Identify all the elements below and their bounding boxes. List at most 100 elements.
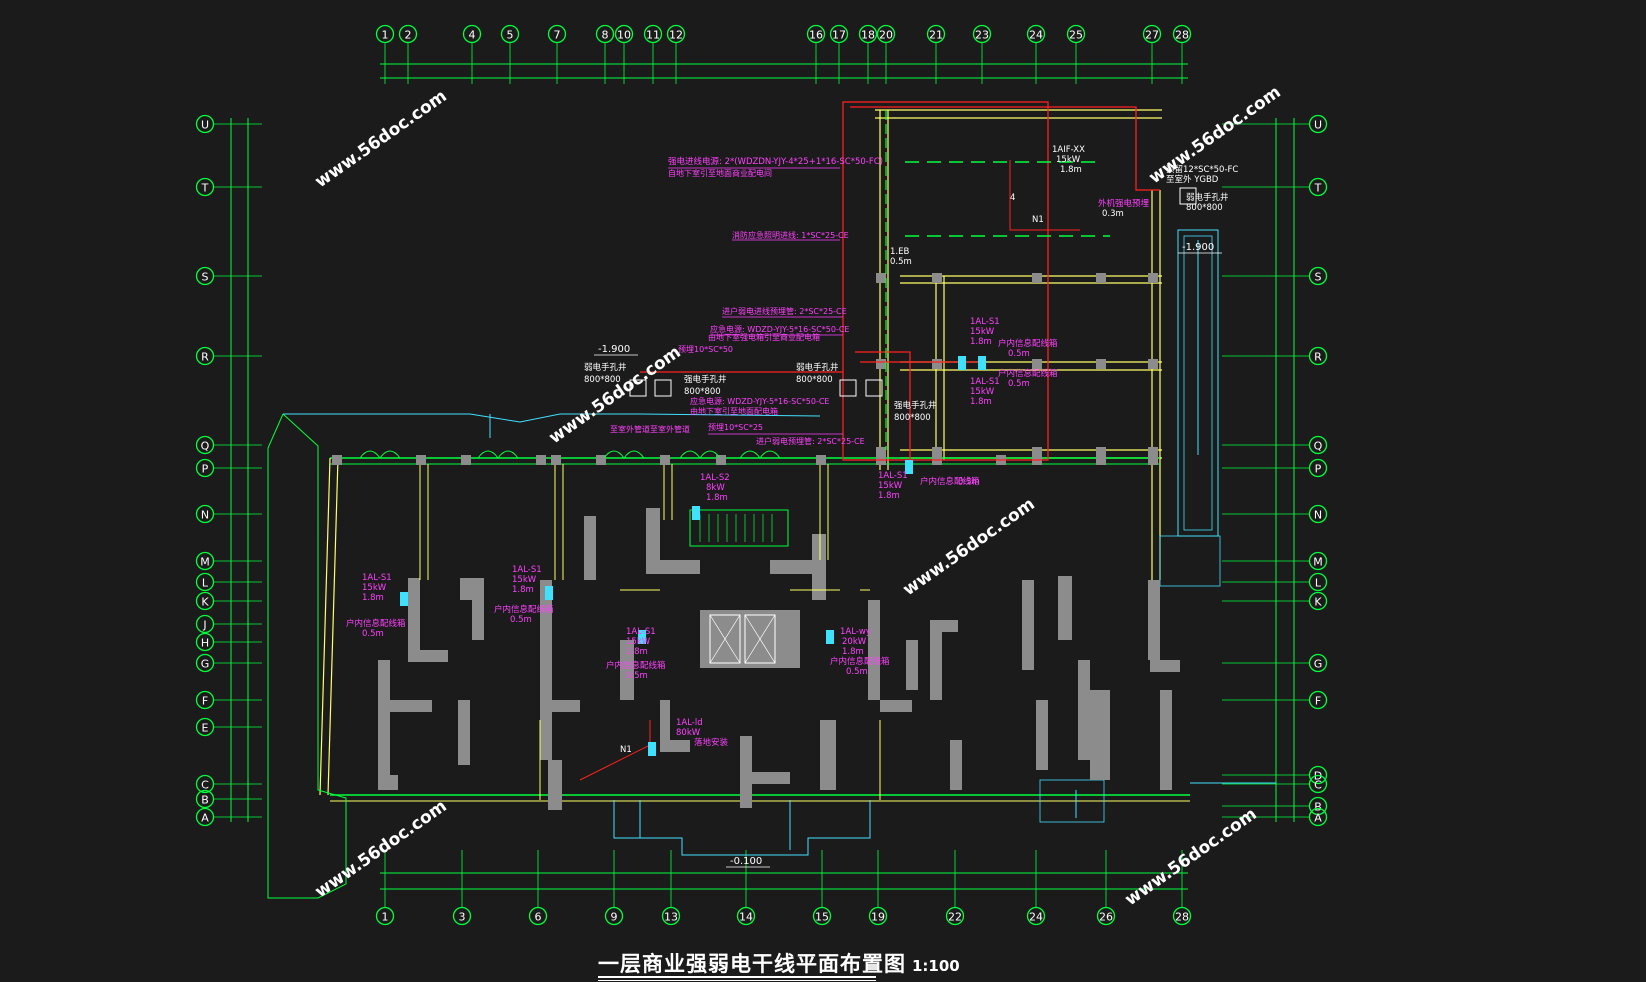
- left-axis-H: H: [195, 632, 215, 652]
- axis-bubble-label: C: [1314, 779, 1322, 792]
- axis-bubble-label: 5: [507, 29, 514, 42]
- column: [551, 455, 561, 465]
- door-swing: [359, 450, 401, 459]
- axis-bubble-circle: [195, 346, 215, 366]
- axis-bubble-circle: [1308, 504, 1328, 524]
- right-axis-S: S: [1308, 266, 1328, 286]
- annotation-label: 4: [1010, 193, 1015, 203]
- annotation-label: 1.8m: [842, 647, 864, 657]
- annotation-label: 由地下室引至地面配电箱: [690, 406, 778, 416]
- axis-bubble-circle: [195, 690, 215, 710]
- axis-bubble-label: 16: [809, 29, 823, 42]
- axis-bubble-label: R: [1314, 351, 1322, 364]
- gray-wall: [1090, 690, 1110, 780]
- axis-bubble-circle: [195, 504, 215, 524]
- gray-wall: [548, 760, 562, 810]
- hand-hole: [629, 379, 647, 397]
- column: [1032, 273, 1042, 283]
- annotation-label: 1AIF-XX: [1052, 145, 1085, 155]
- annotation-label: 1.8m: [878, 491, 900, 501]
- annotation-label: 20kW: [842, 637, 867, 647]
- watermark-text: www.56doc.com: [1121, 804, 1260, 910]
- annotation-label: 由地下室强电箱引至商业配电箱: [708, 332, 820, 342]
- annotation-label: 户内信息配线箱: [494, 604, 554, 615]
- axis-bubble-circle: [1308, 346, 1328, 366]
- level-value: -1.900: [1182, 242, 1214, 253]
- annotation-label: 15kW: [626, 637, 651, 647]
- gray-wall: [460, 578, 484, 640]
- annotation-label: 户内信息配线箱: [346, 618, 406, 629]
- axis-bubble-label: 6: [535, 911, 542, 924]
- column: [660, 455, 670, 465]
- annotation-label: 1.8m: [970, 397, 992, 407]
- column: [1096, 273, 1106, 283]
- annotation-label: 弱电手孔井: [1186, 192, 1229, 203]
- right-axis-L: L: [1308, 572, 1328, 592]
- axis-bubble-label: G: [201, 658, 210, 671]
- annotation-label: 落地安装: [694, 737, 729, 748]
- annotation-label: 15kW: [1056, 155, 1081, 165]
- axis-bubble-label: T: [201, 182, 209, 195]
- annotation-label: 弱电手孔井: [584, 362, 627, 373]
- level-mark: -1.900: [594, 344, 638, 356]
- cable-route-mid: [855, 351, 911, 460]
- level-marks: -1.900-1.900-0.100: [594, 242, 1222, 868]
- top-axis-28: 28: [1172, 24, 1192, 44]
- annotation-label: 1.8m: [970, 337, 992, 347]
- right-axis-T: T: [1308, 177, 1328, 197]
- axis-bubble-circle: [1308, 765, 1328, 785]
- axis-bubble-circle: [195, 266, 215, 286]
- annotation-label: 0.5m: [1008, 379, 1030, 389]
- annotation-label: 户内信息配线箱: [998, 368, 1058, 379]
- axis-bubble-label: 14: [739, 911, 753, 924]
- axis-bubble-circle: [195, 435, 215, 455]
- annotation-label: 1.EB: [890, 247, 909, 257]
- top-axis-8: 8: [595, 24, 615, 44]
- annotation-label: 800*800: [584, 375, 621, 385]
- annotation-label: 进户弱电进线预埋管: 2*SC*25-CE: [722, 306, 847, 316]
- bottom-axis-19: 19: [868, 906, 888, 926]
- axis-bubble-label: E: [202, 722, 209, 735]
- axis-bubble-label: K: [201, 596, 209, 609]
- distribution-panel: [905, 460, 913, 474]
- annotation-label: 至室外管道: [650, 424, 690, 434]
- axis-bubble-label: B: [1314, 801, 1322, 814]
- axis-bubble-label: A: [201, 812, 209, 825]
- annotation-label: 应急电源: WDZD-YJY-5*16-SC*50-CE: [690, 396, 829, 406]
- annotation-label: 应急电源: WDZD-YJY-5*16-SC*50-CE: [710, 324, 849, 334]
- axis-bubble-label: L: [1315, 577, 1322, 590]
- axis-bubble-label: P: [1315, 463, 1322, 476]
- gray-wall: [1022, 580, 1034, 670]
- annotation-label: 强电进线电源: 2*(WDZDN-YJY-4*25+1*16-SC*50-FC): [668, 156, 883, 167]
- axis-bubble-circle: [1308, 435, 1328, 455]
- left-wall-2: [327, 457, 339, 796]
- door-swing: [739, 450, 781, 459]
- annotation-label: 1AL-ld: [676, 718, 703, 728]
- annotation-label: 8kW: [706, 483, 725, 493]
- right-axis-A: A: [1308, 807, 1328, 827]
- axis-bubble-label: B: [201, 794, 209, 807]
- bottom-axis-14: 14: [736, 906, 756, 926]
- right-axis-M: M: [1308, 551, 1328, 571]
- cyan-boundary: [283, 413, 821, 423]
- axis-bubble-label: U: [1314, 119, 1322, 132]
- annotation-label: 户内信息配线箱: [920, 476, 980, 487]
- bottom-axis-22: 22: [945, 906, 965, 926]
- bottom-axis-28: 28: [1172, 906, 1192, 926]
- annotation-label: 1AL-S1: [878, 471, 908, 481]
- watermark-text: www.56doc.com: [311, 86, 450, 192]
- stair: [689, 509, 789, 547]
- column: [932, 447, 942, 457]
- axis-bubble-circle: [195, 591, 215, 611]
- axis-bubble-circle: [1308, 591, 1328, 611]
- right-axis-P: P: [1308, 458, 1328, 478]
- bottom-axis-3: 3: [452, 906, 472, 926]
- distribution-panel: [638, 630, 646, 644]
- distribution-panel: [692, 506, 700, 520]
- column: [816, 455, 826, 465]
- cable-route-outline: [842, 101, 1049, 461]
- bottom-entrance: [613, 800, 871, 856]
- top-axis-21: 21: [926, 24, 946, 44]
- annotation-label: 预埋10*SC*50: [678, 344, 733, 354]
- column: [332, 455, 342, 465]
